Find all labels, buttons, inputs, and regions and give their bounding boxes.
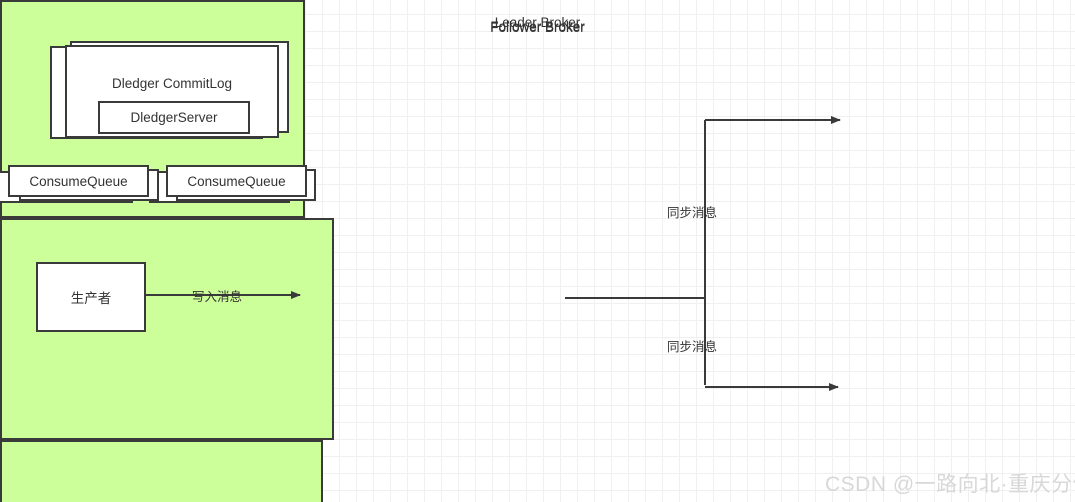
follower-top-title: Follower Broker xyxy=(490,20,585,35)
edge-label-sync-bottom: 同步消息 xyxy=(667,340,718,354)
edge-label-write-message: 写入消息 xyxy=(192,290,243,304)
watermark: CSDN @一路向北·重庆分伦 xyxy=(825,473,1075,496)
follower-bottom-consume-queue-2[interactable]: ConsumeQueue xyxy=(166,165,307,197)
follower-bottom-commitlog-label: Dledger CommitLog xyxy=(111,76,233,91)
leader-title: Leader Broker xyxy=(494,15,581,30)
follower-bottom-consume-queue-2-label: ConsumeQueue xyxy=(187,173,286,189)
follower-bottom-consume-queue-1-label: ConsumeQueue xyxy=(29,173,128,189)
follower-bottom-title: Follower Broker xyxy=(490,19,585,34)
follower-bottom-broker[interactable]: Follower Broker Dledger CommitLog Dledge… xyxy=(0,19,585,502)
edge-label-sync-top: 同步消息 xyxy=(667,206,718,220)
producer-label: 生产者 xyxy=(70,291,112,306)
follower-bottom-consume-queue-1[interactable]: ConsumeQueue xyxy=(8,165,149,197)
follower-bottom-dledger-server-label: DledgerServer xyxy=(130,110,218,125)
producer-box[interactable]: 生产者 xyxy=(36,262,146,332)
follower-bottom-dledger-server[interactable]: DledgerServer xyxy=(98,101,250,134)
